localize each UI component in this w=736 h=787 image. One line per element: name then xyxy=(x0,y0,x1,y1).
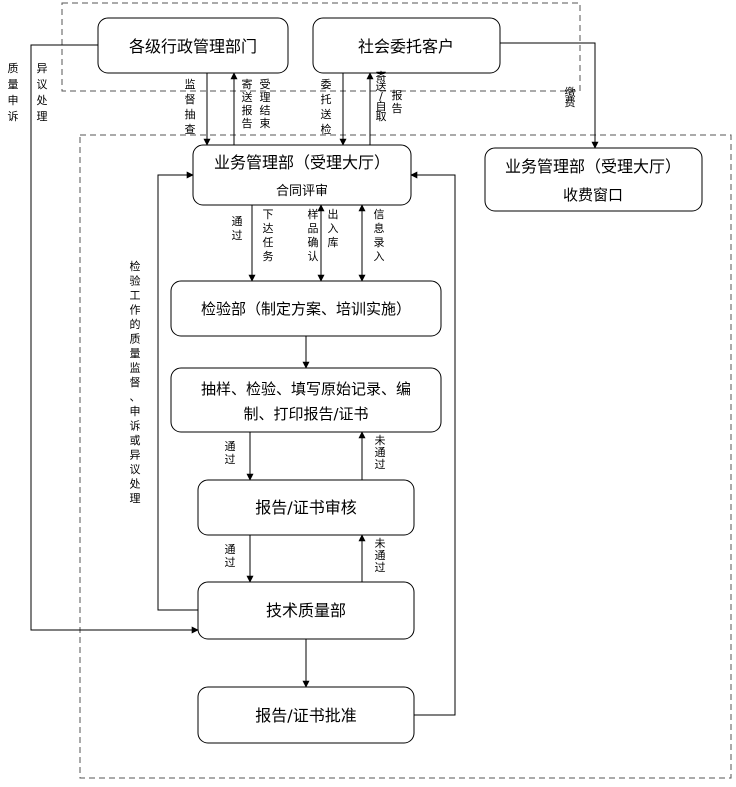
review-label: 报告/证书审核 xyxy=(255,498,356,517)
label-info-entry: 信息录入 xyxy=(374,208,385,263)
label-quality-appeal: 质量申诉 xyxy=(8,62,19,123)
label-report: 报告 xyxy=(392,88,403,115)
sampling-line2: 制、打印报告/证书 xyxy=(243,405,368,423)
label-sample-confirm: 样品确认 xyxy=(308,207,319,263)
arrow-appeal xyxy=(30,44,199,634)
reception-sub: 合同评审 xyxy=(276,184,328,199)
label-fail1: 未通过 xyxy=(375,434,386,471)
inspection-label: 检验部（制定方案、培训实施） xyxy=(201,300,411,318)
label-assign-task: 下达任务 xyxy=(263,208,274,263)
label-pass2: 通过 xyxy=(225,440,236,466)
arrow-pay xyxy=(500,42,599,149)
client-label: 社会委托客户 xyxy=(358,37,454,56)
admin-label: 各级行政管理部门 xyxy=(129,37,257,56)
label-objection: 异议处理 xyxy=(37,62,48,123)
internal-region xyxy=(79,134,732,779)
reception-title: 业务管理部（受理大厅） xyxy=(214,153,390,172)
label-in-out: 出入库 xyxy=(328,207,339,249)
client-box xyxy=(312,17,501,74)
approval-label: 报告/证书批准 xyxy=(255,706,356,725)
arrow-quality-reception xyxy=(157,171,198,611)
label-send-report: 寄送报告 xyxy=(242,77,253,130)
external-region xyxy=(61,2,581,92)
quality-label: 技术质量部 xyxy=(266,601,346,620)
label-send-pickup: 寄送/自取 xyxy=(376,69,387,123)
label-pass3: 通过 xyxy=(225,543,236,569)
arrow-approval-reception xyxy=(410,171,456,716)
sampling-line1: 抽样、检验、填写原始记录、编 xyxy=(201,380,411,398)
label-pay: 缴费 xyxy=(565,85,576,109)
cashier-sub: 收费窗口 xyxy=(563,186,623,204)
label-fail2: 未通过 xyxy=(375,537,386,574)
label-accept-end: 受理结束 xyxy=(260,78,271,130)
label-quality-supervision: 检验工作的质量监督、申诉或异议处理 xyxy=(130,259,141,505)
label-pass1: 通过 xyxy=(232,215,243,242)
label-commission-send: 委托送检 xyxy=(321,78,332,136)
cashier-title: 业务管理部（受理大厅） xyxy=(505,157,681,176)
review-box xyxy=(197,479,415,536)
label-supervise-sampling: 监督抽查 xyxy=(185,78,196,136)
